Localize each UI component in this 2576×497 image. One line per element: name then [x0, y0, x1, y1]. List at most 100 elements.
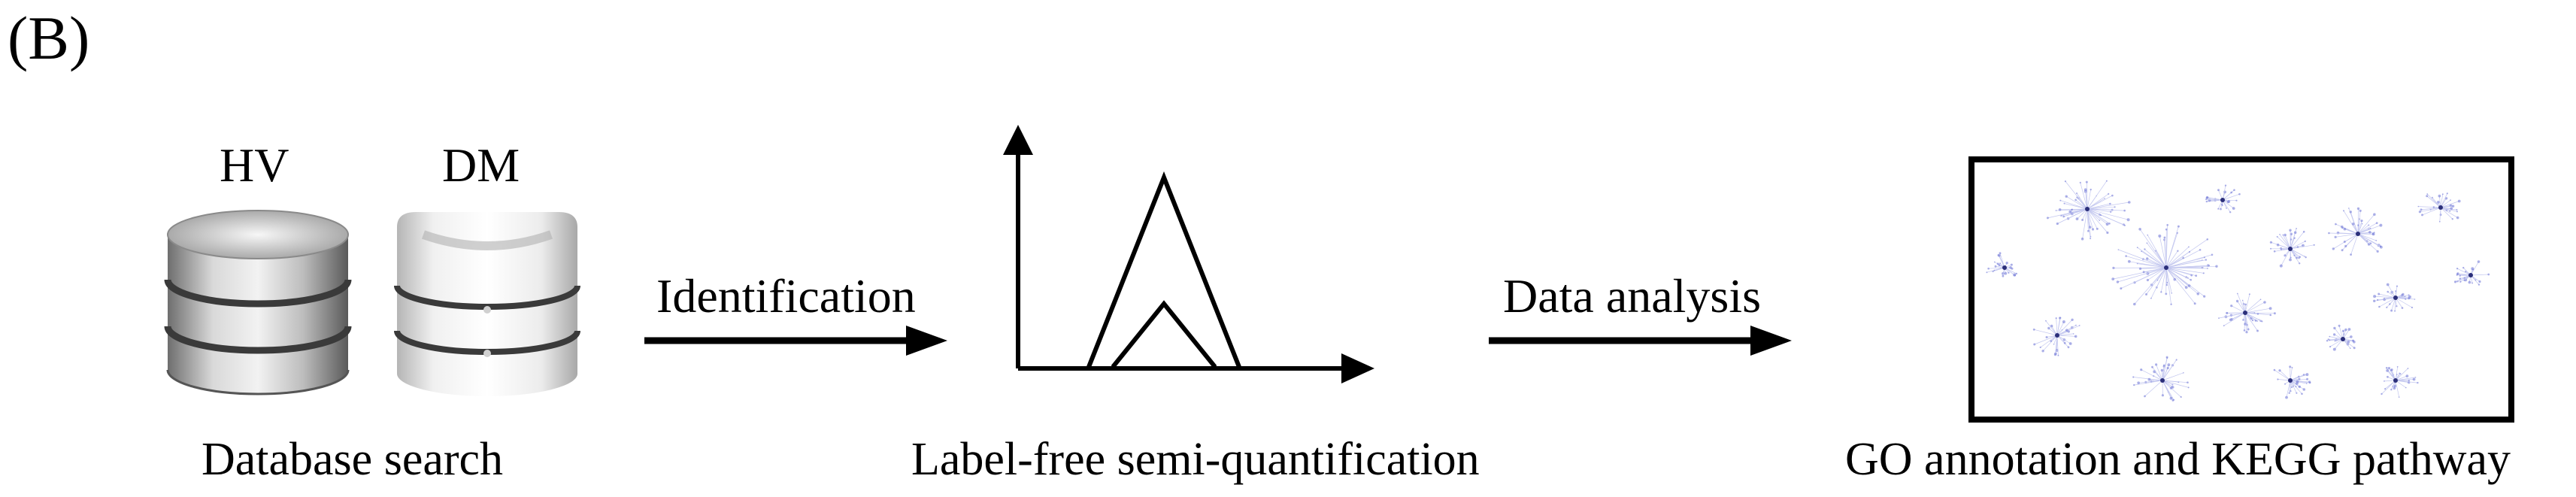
network-edge [2065, 180, 2088, 210]
network-edge [2162, 380, 2188, 383]
network-node [2418, 211, 2421, 214]
network-hub-node [2288, 378, 2293, 383]
network-node [2408, 297, 2411, 300]
network-node [2151, 365, 2153, 368]
network-node [2182, 256, 2184, 259]
network-node [2478, 280, 2481, 283]
network-node [2146, 242, 2148, 244]
network-node [2053, 344, 2055, 345]
network-node [2344, 244, 2347, 247]
network-hub-node [2085, 207, 2090, 211]
network-node [2193, 302, 2196, 305]
network-node [2169, 396, 2173, 400]
network-node [2456, 273, 2459, 274]
network-node [2392, 385, 2394, 387]
network-node [1994, 265, 1997, 268]
network-edge [2222, 199, 2234, 209]
network-node [2393, 384, 2397, 388]
network-edge [2071, 208, 2088, 211]
network-node [2276, 243, 2280, 247]
network-edge [2034, 335, 2058, 345]
network-edge [2147, 235, 2167, 268]
network-node [2350, 335, 2353, 338]
network-edge [2134, 380, 2163, 386]
network-node [2305, 383, 2308, 384]
network-node [1987, 267, 1990, 270]
network-edge [2087, 206, 2115, 210]
network-edge [2087, 202, 2129, 210]
network-edge [2040, 335, 2058, 348]
network-node [2202, 272, 2205, 274]
network-node [2074, 335, 2077, 338]
network-edge [2165, 267, 2187, 288]
network-node [2417, 381, 2419, 384]
network-node [2235, 299, 2239, 303]
network-node [2390, 369, 2393, 371]
network-edge [2290, 244, 2314, 250]
network-node [2293, 231, 2297, 235]
network-node [2356, 207, 2360, 211]
network-node [2105, 180, 2108, 182]
network-node [2371, 232, 2375, 236]
network-node [2411, 306, 2414, 309]
network-node [2359, 209, 2362, 212]
network-node [2352, 339, 2354, 342]
network-hub-node [2393, 295, 2398, 300]
network-node [2295, 386, 2297, 388]
network-node [2177, 250, 2179, 252]
network-node [2123, 209, 2126, 212]
network-edge [2218, 312, 2246, 319]
network-node [2459, 274, 2461, 277]
network-edge [2137, 247, 2167, 268]
network-node [2075, 217, 2079, 220]
network-edge [2350, 233, 2359, 255]
network-node [2068, 210, 2071, 214]
network-edge [2056, 317, 2061, 336]
network-node [2084, 188, 2087, 192]
network-node [2047, 326, 2050, 330]
network-node [2096, 227, 2099, 230]
network-node [2204, 256, 2205, 259]
network-node [2256, 329, 2259, 332]
network-node [2137, 381, 2140, 385]
network-node [2058, 208, 2062, 211]
network-node [2384, 298, 2386, 299]
network-node [2438, 194, 2441, 198]
network-node [2384, 388, 2387, 390]
network-edge [2335, 233, 2359, 238]
network-node [2062, 215, 2065, 218]
network-edge [2290, 231, 2305, 250]
network-node [2353, 347, 2356, 350]
network-node [2465, 271, 2467, 273]
network-node [2187, 381, 2189, 384]
network-edge [2350, 211, 2359, 235]
network-node [2408, 380, 2410, 382]
network-node [2478, 283, 2481, 286]
network-node [2456, 268, 2459, 270]
network-edge [2343, 211, 2359, 235]
network-node [2068, 342, 2072, 345]
network-node [2245, 331, 2248, 334]
network-node [2171, 399, 2174, 402]
network-node [2329, 346, 2332, 348]
network-node [2279, 234, 2281, 235]
network-edge [2284, 235, 2291, 250]
network-edge [2144, 249, 2167, 268]
network-node [2229, 211, 2232, 214]
network-node [2386, 306, 2388, 308]
network-node [2298, 375, 2300, 377]
network-node [2468, 280, 2471, 284]
network-node [2273, 368, 2276, 371]
network-node [2268, 307, 2272, 311]
network-node [2032, 328, 2035, 331]
network-edge [2147, 243, 2167, 268]
network-edge [2159, 235, 2167, 268]
network-node [2304, 240, 2306, 242]
network-node [2190, 274, 2193, 277]
network-node [2207, 268, 2208, 269]
network-node [2165, 228, 2168, 231]
network-node [2045, 320, 2047, 322]
network-node [2055, 210, 2057, 211]
network-node [2293, 254, 2296, 256]
network-edge [2077, 208, 2088, 220]
